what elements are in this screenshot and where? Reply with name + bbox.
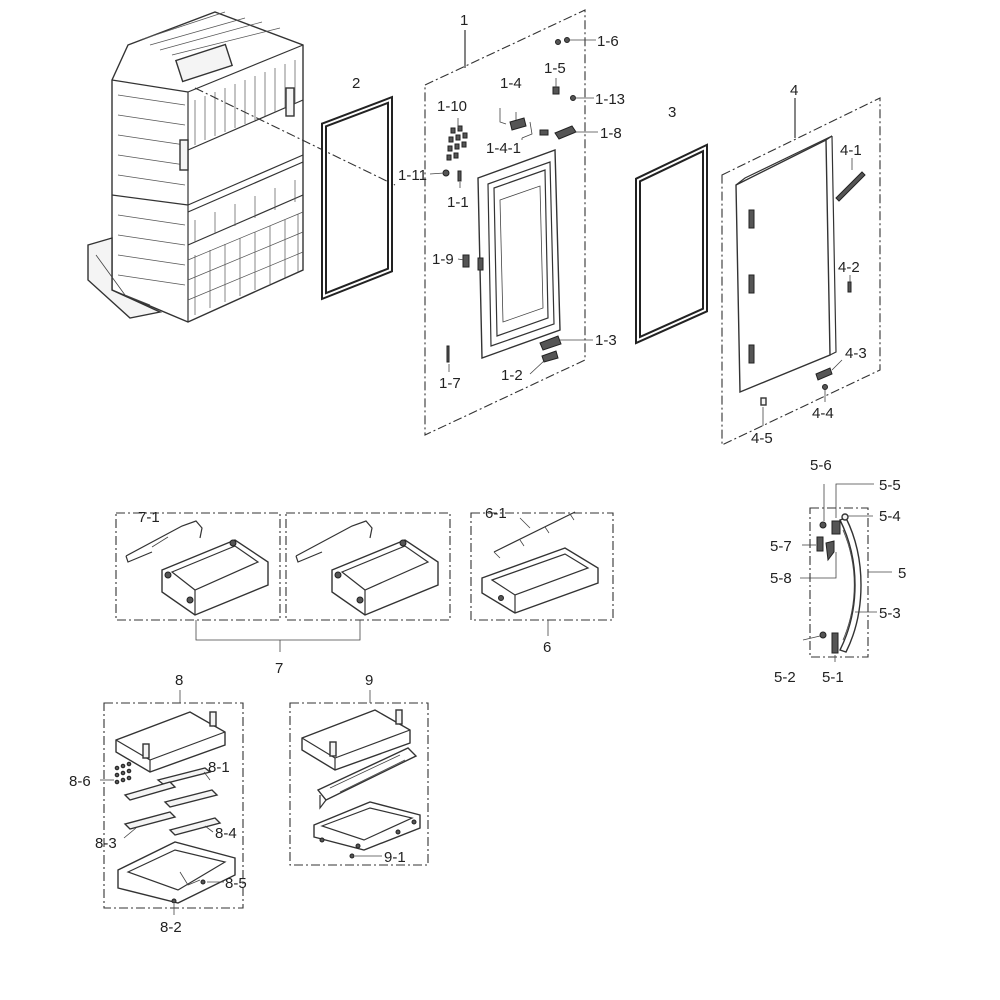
refrigerator-cabinet <box>87 11 304 323</box>
door-handle <box>816 513 862 654</box>
label-8-2: 8-2 <box>160 919 182 936</box>
label-7-1: 7-1 <box>138 509 160 526</box>
drawer-right <box>295 520 439 616</box>
label-1-13: 1-13 <box>595 91 625 108</box>
label-4-1: 4-1 <box>840 142 862 159</box>
label-4-2: 4-2 <box>838 259 860 276</box>
label-4-4: 4-4 <box>812 405 834 422</box>
label-3: 3 <box>668 104 676 121</box>
label-8: 8 <box>175 672 183 689</box>
door-front-panel <box>735 135 866 406</box>
shelf-9-parts <box>301 709 421 859</box>
label-5: 5 <box>898 565 906 582</box>
bracket-7 <box>195 620 361 641</box>
label-4: 4 <box>790 82 798 99</box>
drawer-box-6 <box>470 512 614 621</box>
drawer-box-left <box>115 512 281 621</box>
label-6: 6 <box>543 639 551 656</box>
leader-6-1 <box>519 517 531 529</box>
label-4-3: 4-3 <box>845 345 867 362</box>
label-1-6: 1-6 <box>597 33 619 50</box>
drawer-left <box>125 520 269 616</box>
handle-boundary <box>809 507 869 658</box>
assembly-line <box>194 87 396 186</box>
label-1-11: 1-11 <box>398 167 427 184</box>
label-1-8: 1-8 <box>600 125 622 142</box>
leaders-part-5 <box>800 483 892 662</box>
door-liner <box>477 149 561 359</box>
label-5-1: 5-1 <box>822 669 844 686</box>
gasket-left <box>321 95 393 301</box>
label-5-4: 5-4 <box>879 508 901 525</box>
label-5-5: 5-5 <box>879 477 901 494</box>
label-1-1: 1-1 <box>447 194 469 211</box>
label-5-7: 5-7 <box>770 538 792 555</box>
label-1-5: 1-5 <box>544 60 566 77</box>
label-8-1: 8-1 <box>208 759 230 776</box>
shelf-box-9 <box>289 702 429 866</box>
label-2: 2 <box>352 75 360 92</box>
label-4-5: 4-5 <box>751 430 773 447</box>
label-9-1: 9-1 <box>384 849 406 866</box>
shelf-box-8 <box>103 702 244 909</box>
label-7: 7 <box>275 660 283 677</box>
label-5-2: 5-2 <box>774 669 796 686</box>
label-1: 1 <box>460 12 468 29</box>
label-1-4-1: 1-4-1 <box>486 140 521 157</box>
label-8-4: 8-4 <box>215 825 237 842</box>
shelf-8-parts <box>114 711 236 904</box>
door-front-boundary <box>721 97 881 446</box>
label-6-1: 6-1 <box>485 505 507 522</box>
label-5-6: 5-6 <box>810 457 832 474</box>
label-5-8: 5-8 <box>770 570 792 587</box>
label-9: 9 <box>365 672 373 689</box>
label-1-2: 1-2 <box>501 367 523 384</box>
part-labels: 1 1-6 1-5 1-13 1-10 1-4 1-8 1-4-1 1-11 1… <box>69 12 906 936</box>
label-1-10: 1-10 <box>437 98 467 115</box>
leaders-part-1 <box>429 39 598 375</box>
label-1-4: 1-4 <box>500 75 522 92</box>
label-8-3: 8-3 <box>95 835 117 852</box>
drawer-box-right <box>285 512 451 621</box>
leaders-part-4 <box>762 158 853 426</box>
label-8-5: 8-5 <box>225 875 247 892</box>
leaders-part-8 <box>100 771 224 915</box>
label-8-6: 8-6 <box>69 773 91 790</box>
label-1-7: 1-7 <box>439 375 461 392</box>
door-assembly-boundary <box>424 9 586 436</box>
door-small-parts <box>442 37 577 363</box>
gasket-right <box>635 143 708 345</box>
label-5-3: 5-3 <box>879 605 901 622</box>
label-1-9: 1-9 <box>432 251 454 268</box>
label-1-3: 1-3 <box>595 332 617 349</box>
drawer-6 <box>481 511 599 614</box>
